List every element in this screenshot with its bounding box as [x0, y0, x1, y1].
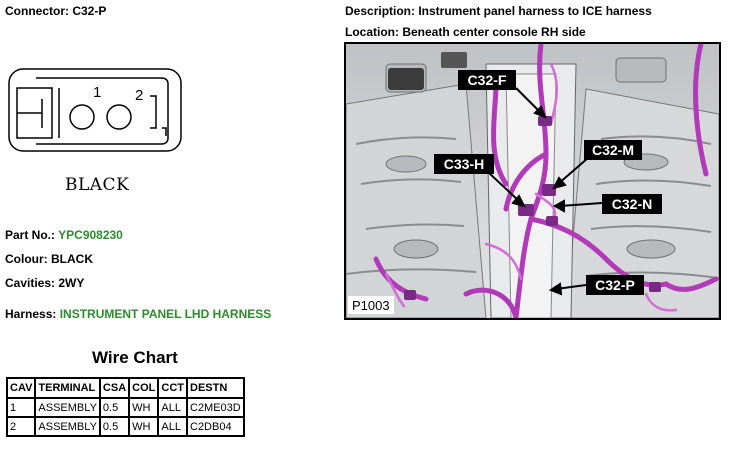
cell-cav: 2	[5, 416, 37, 437]
figure-id-box	[348, 296, 394, 314]
callout-c33-h	[434, 154, 494, 174]
part-no-value: YPC908230	[58, 228, 123, 242]
callout-label-c32-p: C32-P	[595, 277, 635, 293]
callout-c32-n	[602, 194, 662, 214]
location-text: Location: Beneath center console RH side	[345, 25, 586, 39]
callout-c32-m	[584, 140, 642, 160]
connector-colour-caption: BLACK	[65, 175, 130, 195]
cavity-2	[106, 104, 132, 130]
col-header-destn: DESTN	[186, 377, 245, 399]
cell-destn: C2DB04	[186, 416, 245, 437]
wire-chart-title: Wire Chart	[92, 348, 178, 367]
col-header-cav: CAV	[5, 377, 37, 399]
cavities-text: Cavities: 2WY	[5, 276, 85, 290]
callout-c32-f	[458, 70, 516, 90]
harness-label: Harness:	[5, 307, 57, 321]
cell-csa: 0.5	[98, 397, 131, 418]
part-no-row: Part No.: YPC908230	[5, 228, 123, 242]
col-header-terminal: TERMINAL	[34, 377, 101, 399]
colour-text: Colour: BLACK	[5, 252, 93, 266]
vehicle-floor-illustration: C32-F C32-M C33-H C32-N C32-P P1003	[345, 41, 720, 321]
cell-cct: ALL	[157, 397, 188, 418]
cell-cav: 1	[5, 397, 37, 418]
cell-col: WH	[128, 397, 160, 418]
cell-cct: ALL	[157, 416, 188, 437]
cell-terminal: ASSEMBLY	[34, 416, 101, 437]
location-photo: C32-F C32-M C33-H C32-N C32-P P1003	[344, 41, 721, 321]
col-header-csa: CSA	[98, 377, 131, 399]
wire-chart-header-row: CAV TERMINAL CSA COL CCT DESTN	[5, 377, 245, 399]
cavity-1	[69, 104, 95, 130]
callout-c32-p	[586, 275, 644, 295]
harness-value: INSTRUMENT PANEL LHD HARNESS	[59, 307, 272, 321]
table-row: 2 ASSEMBLY 0.5 WH ALL C2DB04	[5, 416, 245, 437]
pin-label-1: 1	[93, 84, 102, 101]
cell-destn: C2ME03D	[186, 397, 245, 418]
callout-label-c33-h: C33-H	[444, 156, 484, 172]
cell-col: WH	[128, 416, 160, 437]
callout-label-c32-f: C32-F	[468, 72, 507, 88]
table-row: 1 ASSEMBLY 0.5 WH ALL C2ME03D	[5, 397, 245, 418]
harness-row: Harness: INSTRUMENT PANEL LHD HARNESS	[5, 307, 271, 321]
cell-terminal: ASSEMBLY	[34, 397, 101, 418]
cell-csa: 0.5	[98, 416, 131, 437]
callout-label-c32-m: C32-M	[592, 142, 634, 158]
callout-label-c32-n: C32-N	[612, 196, 652, 212]
pin-label-2: 2	[135, 87, 144, 104]
figure-id: P1003	[352, 298, 390, 313]
col-header-cct: CCT	[157, 377, 188, 399]
description-text: Description: Instrument panel harness to…	[345, 4, 652, 18]
col-header-col: COL	[128, 377, 160, 399]
part-no-label: Part No.:	[5, 228, 56, 242]
connector-title: Connector: C32-P	[5, 4, 107, 18]
wire-chart-table: CAV TERMINAL CSA COL CCT DESTN 1 ASSEMBL…	[5, 377, 245, 437]
connector-face-diagram	[8, 68, 182, 152]
